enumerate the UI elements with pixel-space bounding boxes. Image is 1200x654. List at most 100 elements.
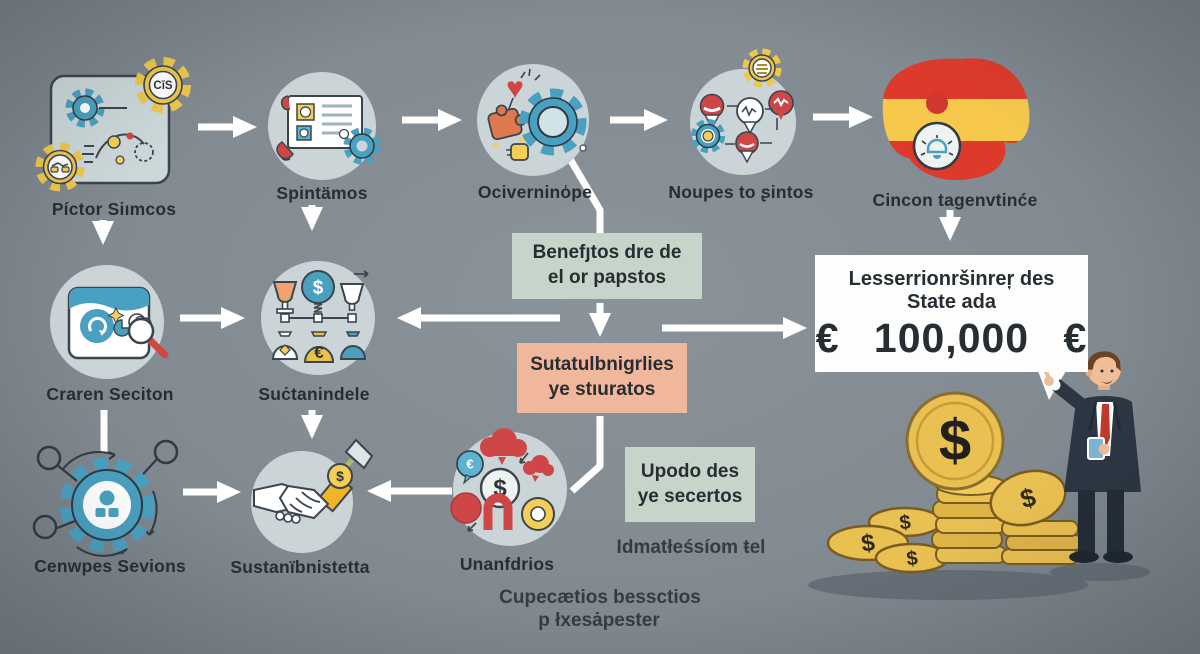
pulse-pin-icon [736,97,764,135]
network-circle [153,439,179,465]
label-suctanindele: Suċtanindele [258,384,370,404]
label-pictor: Píctor Siımcos [51,199,177,219]
caption-cupe-line1: Cupecætios bessctios [499,587,701,608]
node-noupes [690,48,796,175]
red-dot-icon [450,492,482,524]
money-bag-euro-icon: € [303,331,335,363]
box-benefitos: Benefȷtos dre de el or papstos [512,233,702,299]
shoe [1103,551,1133,563]
gear-icon [65,88,127,128]
badge-gear-icon: CīS [135,57,191,113]
box-sutatul-line1: Sutatulbnigrlies [530,354,674,376]
sun-gear-icon [742,48,782,88]
label-craren: Craren Seciton [46,384,174,404]
heart-balloon-icon: ♥ [506,72,524,105]
label-cenwpes: Cenwpes Sevions [34,556,186,576]
box-upodo-line1: Upodo des [640,460,740,482]
flag-dot [926,92,948,114]
smile-pin-icon [735,131,759,164]
svg-text:$: $ [939,408,971,473]
people-gear-icon [59,457,155,553]
node-suctanindele: $ € [261,261,375,375]
hand [1098,443,1110,455]
node-ocivernindpe: ♥ [477,64,589,176]
box-benefitos-line2: el or papstos [547,267,667,288]
heart-string [506,68,541,115]
orbit-arcs [62,451,158,557]
money-bag-blue-icon [339,331,367,360]
ground-shadow [1050,563,1150,581]
label-spintamos: Spintämos [276,183,368,203]
hand [1044,376,1054,386]
handshake-icon [253,482,330,524]
bell-emblem-icon [912,121,962,171]
trophy-white-icon [339,283,365,311]
box-sutatul: Sutatulbnigrlies ye stıuratos [517,343,687,413]
arch-icon [483,493,513,530]
refresh-circle-icon [80,309,114,343]
businessman-illustration [1043,351,1141,563]
node-sustanibnistetta: $ [251,438,374,553]
trophy-orange-icon [272,281,298,314]
network-circle [36,445,62,471]
red-cloud-small-icon [523,455,554,482]
handshake-gear-icon [35,142,85,192]
caption-cupe-line2: p łxesȧpester [538,610,660,631]
label-sustanibnistetta: Sustanïbnistetta [230,557,370,577]
node-spintamos [268,72,381,180]
dollar-coin-icon: $ [327,463,353,489]
ground-shadow [808,570,1088,600]
balloon-pin-icon [768,90,794,120]
lapels [1088,401,1122,431]
coin-big: $ [905,391,1005,491]
bubble-line1: Lesserrionršinreŗ des [848,268,1055,290]
head [1085,351,1121,390]
coin-stack-illustration: $ $ $ $ [808,391,1150,600]
box-sutatul-line2: ye stıuratos [548,379,656,400]
bubble-amount: € 100,000 € [815,315,1088,361]
node-cenwpes [32,439,179,557]
process-squiggle-icon [82,132,154,165]
svg-text:€: € [466,457,473,472]
leg [1107,490,1124,554]
svg-text:$: $ [336,468,344,484]
network-circle [32,514,58,540]
pin-connectors [725,105,778,145]
connector-ocivern-benefitos [562,150,604,236]
dollar-coin-icon: $ [301,270,335,313]
red-cloud-icon [480,428,527,465]
money-bag-white-icon [271,331,299,360]
label-cincon: Cincon tagenvtinće [872,190,1038,210]
leg [1078,490,1095,554]
box-upodo-line2: ye secertos [637,485,743,507]
magnifier-icon [127,317,169,359]
euro-bubble-icon: € [456,450,484,485]
donut-icon [521,497,555,531]
caption-idmat: Idmatłeśsíom ŧel [616,537,766,558]
svg-text:$: $ [860,529,878,558]
spain-flag-icon [882,58,1030,181]
magnifier-gear-icon [519,88,587,156]
label-unanfdrios: Unanfdrios [459,554,555,574]
speech-bubble: Lesserrionršinreŗ des State ada € 100,00… [815,255,1088,372]
flow-arrows [92,106,961,503]
coin-stack-right: $ [989,469,1083,565]
label-noupes: Noupes to ʂintos [668,182,814,202]
mini-arrows [467,452,529,532]
node-pictor: CīS [35,57,191,192]
node-cincon [882,58,1030,181]
gear-icon [338,127,381,165]
shoe [1069,551,1099,563]
hand-icon [506,143,529,161]
coin-flat: $ [874,542,950,574]
svg-text:$: $ [898,511,911,534]
label-ocivernindpe: Ocivernino̍pe [477,182,593,202]
box-upodo: Upodo des ye secertos [625,447,755,522]
badge-text: CīS [153,80,173,92]
connector-sutatul-unanfdrios [569,416,604,494]
node-craren [50,265,169,379]
svg-text:$: $ [905,547,918,570]
bubble-line2: State ada [907,291,996,313]
box-benefitos-line1: Benefȷtos dre de [532,242,682,264]
